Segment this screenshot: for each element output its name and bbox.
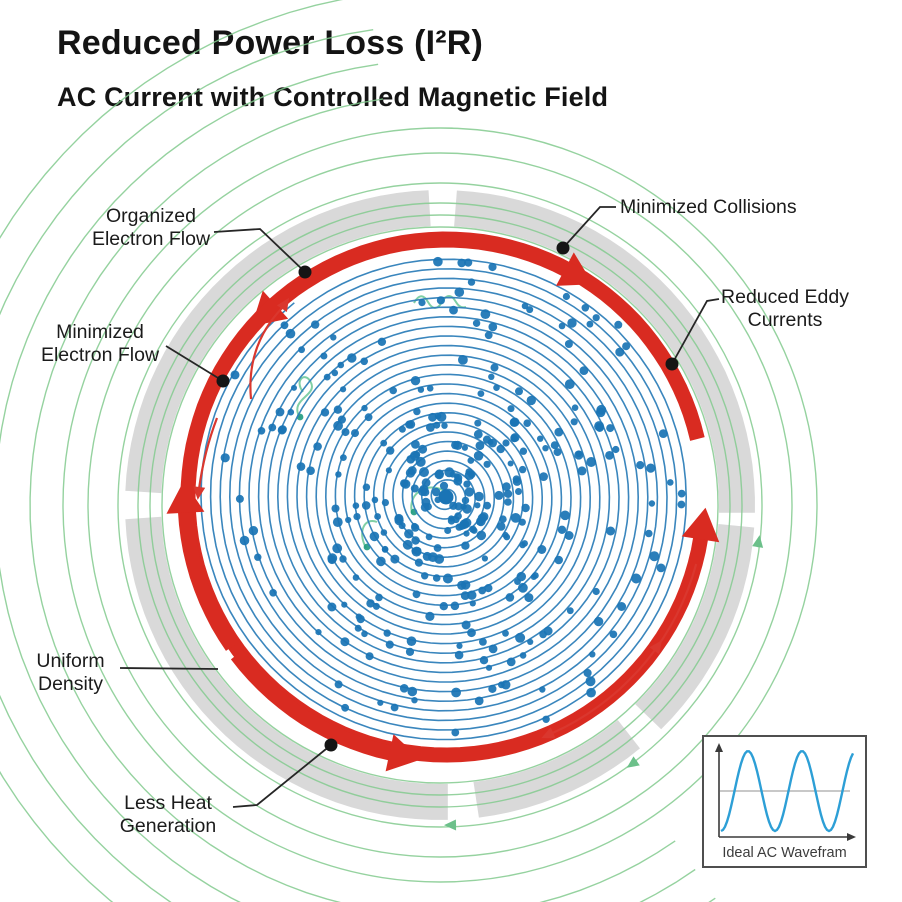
waveform-chart bbox=[715, 743, 856, 841]
core-ring bbox=[125, 190, 755, 820]
label-minimized-collisions: Minimized Collisions bbox=[620, 196, 797, 218]
field-direction-arrows bbox=[444, 535, 764, 831]
ac-sine-wave bbox=[720, 750, 855, 833]
page-subtitle: AC Current with Controlled Magnetic Fiel… bbox=[57, 82, 609, 112]
label-uniform-density: Uniform Density bbox=[36, 650, 105, 695]
label-organized-electron-flow: Organized Electron Flow bbox=[91, 205, 211, 250]
thin-current-arrows bbox=[193, 297, 698, 739]
label-reduced-eddy-currents: Reduced Eddy Currents bbox=[721, 286, 849, 331]
label-less-heat-generation: Less Heat Generation bbox=[119, 792, 217, 837]
ideal-ac-waveform-inset: Ideal AC Wavefram bbox=[702, 735, 867, 868]
label-minimized-electron-flow: Minimized Electron Flow bbox=[40, 321, 160, 366]
annotation-leaders bbox=[119, 206, 720, 808]
electron-dots bbox=[220, 256, 686, 737]
waveform-caption: Ideal AC Wavefram bbox=[722, 845, 847, 861]
magnetic-field-lines bbox=[0, 0, 818, 902]
